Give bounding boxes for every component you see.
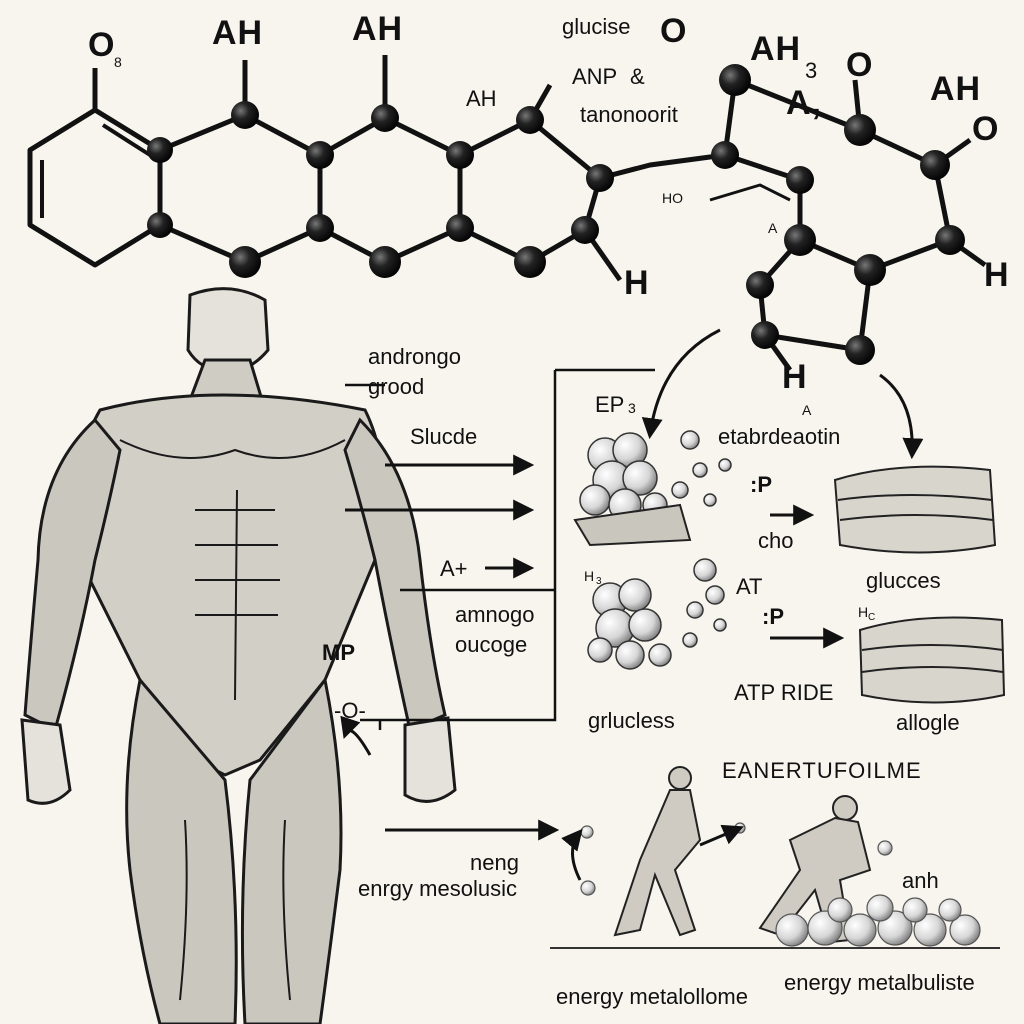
label-aplus: A+: [440, 556, 468, 581]
abdominal-lines: [119, 439, 346, 1001]
label-grlucless: grlucless: [588, 708, 675, 733]
label-h3-sub: 3: [596, 576, 602, 587]
figure-right-fist: [403, 716, 457, 803]
label-o-left-sub: 8: [114, 54, 122, 70]
connector-lines: [345, 368, 655, 730]
label-cho: cho: [758, 528, 794, 553]
benzene-ring: [27, 107, 163, 268]
label-atp-ride: ATP RIDE: [734, 680, 834, 705]
label-hc-sub: C: [868, 612, 876, 623]
label-hc: H: [858, 604, 869, 620]
glucose-cluster-mid: [587, 558, 727, 670]
floor-spheres: [580, 822, 981, 947]
label-neng: neng: [470, 850, 519, 875]
label-o-left: O: [88, 26, 116, 64]
fat-block-mid: [858, 616, 1006, 704]
label-eanertufoilme: EANERTUFOILME: [722, 758, 922, 783]
label-h-1: H: [624, 264, 650, 302]
label-ho: HO: [662, 190, 683, 206]
label-anp-amp: &: [630, 64, 645, 89]
label-o-top: O: [660, 12, 688, 50]
label-ep-sub: 3: [628, 400, 636, 416]
label-o-far-right: O: [972, 110, 1000, 148]
label-slucde: Slucde: [410, 424, 478, 449]
label-energy-metalbuliste: energy metalbuliste: [784, 970, 975, 995]
label-small-a-1: A: [768, 220, 778, 236]
label-ah-1: AH: [212, 14, 264, 52]
molecule-atoms: [147, 64, 965, 365]
label-ah3-sub: 3: [805, 58, 818, 83]
label-tanonoorit: tanonoorit: [580, 102, 678, 127]
label-ah3-right: AH: [750, 30, 802, 68]
label-ah-2: AH: [352, 10, 404, 48]
figure-left-leg: [125, 676, 238, 1024]
label-energy-metalollome: energy metalollome: [556, 984, 748, 1009]
label-etabrdeaotin: etabrdeaotin: [718, 424, 841, 449]
muscular-figure: [20, 287, 457, 1024]
label-a-right: A,: [786, 84, 822, 122]
label-amnogo: amnogo: [455, 602, 535, 627]
label-p-top: :P: [750, 472, 772, 497]
figure-left-fist: [20, 718, 72, 805]
figure-right-leg: [240, 676, 343, 1024]
label-h3: H: [584, 568, 595, 584]
label-p-mid: :P: [762, 604, 784, 629]
label-ep: EP: [595, 392, 625, 417]
fat-block-top: [833, 465, 997, 554]
label-o-marker: -O-: [334, 698, 366, 723]
label-ah-3: AH: [466, 86, 497, 111]
molecule-structure: [27, 55, 987, 372]
label-mp: MP: [322, 640, 355, 665]
label-h-2: H: [984, 256, 1010, 294]
label-grood: grood: [368, 374, 425, 399]
label-allogle: allogle: [896, 710, 960, 735]
label-anp: ANP: [572, 64, 618, 89]
label-anh: anh: [902, 868, 939, 893]
label-h-3: H: [782, 358, 808, 396]
label-ah-far-right: AH: [930, 70, 982, 108]
label-glucces: glucces: [866, 568, 941, 593]
label-oucoge: oucoge: [455, 632, 528, 657]
label-energy-mesolusic: enrgy mesolusic: [358, 876, 517, 901]
label-o-right-top: O: [846, 46, 874, 84]
flow-arrows: [340, 328, 924, 881]
tray-top: [573, 503, 692, 547]
label-androngo: androngo: [368, 344, 461, 369]
glucose-cluster-top: [579, 430, 732, 522]
label-at: AT: [736, 574, 763, 599]
label-glucose: glucise: [562, 14, 631, 39]
label-small-a-2: A: [802, 402, 812, 418]
